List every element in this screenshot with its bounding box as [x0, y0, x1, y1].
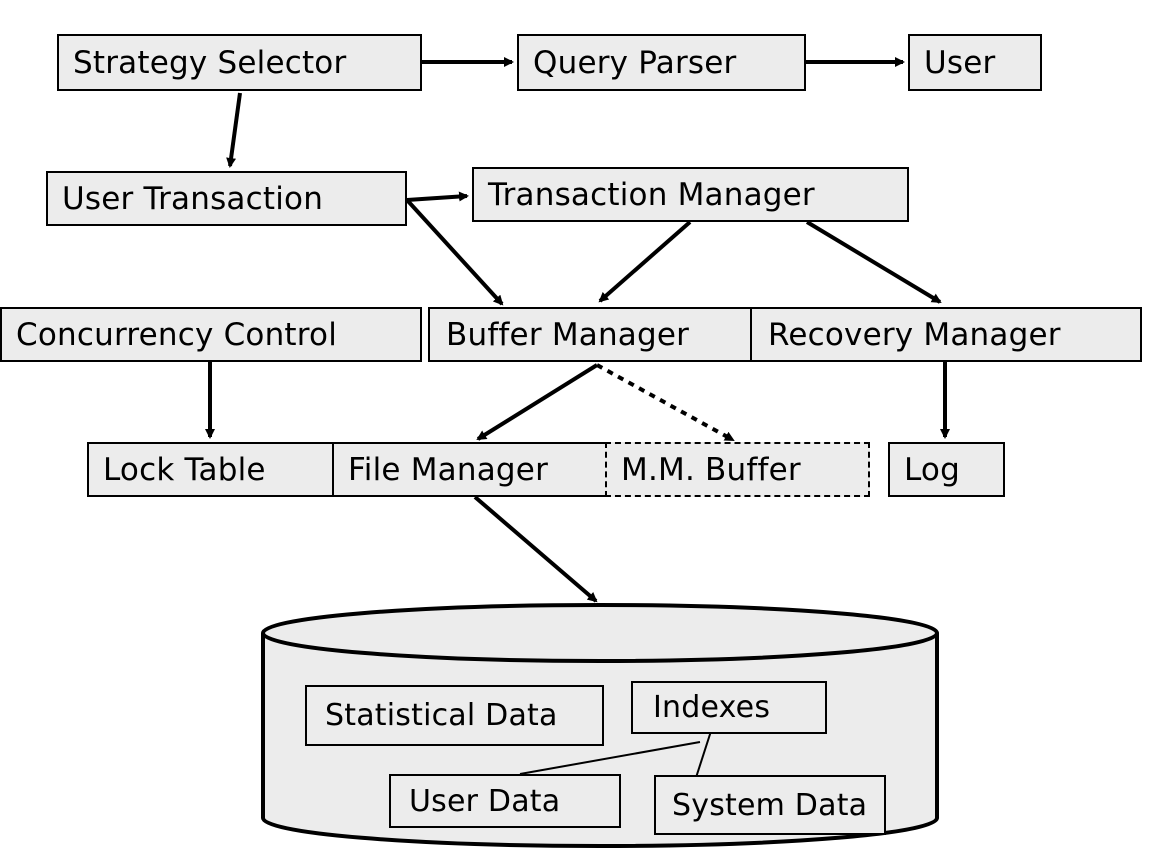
strategy-selector-box: Strategy Selector — [57, 34, 422, 91]
transaction-manager-label: Transaction Manager — [488, 176, 815, 213]
indexes-box: Indexes — [631, 681, 827, 734]
arrow-usertxn-to-buffer — [405, 198, 504, 306]
recovery-manager-box: Recovery Manager — [752, 307, 1142, 362]
recovery-manager-label: Recovery Manager — [768, 316, 1061, 353]
mm-buffer-label: M.M. Buffer — [621, 451, 801, 488]
statistical-data-box: Statistical Data — [305, 685, 604, 746]
arrow-txnmgr-to-recovery — [805, 220, 942, 304]
query-parser-box: Query Parser — [517, 34, 806, 91]
log-label: Log — [904, 451, 960, 488]
buffer-manager-label: Buffer Manager — [446, 316, 690, 353]
arrow-buffer-to-mmbuffer — [596, 363, 735, 442]
arrow-strategy-to-usertxn — [226, 92, 242, 168]
arrow-txnmgr-to-buffer — [598, 220, 692, 303]
disk-top — [261, 603, 939, 663]
system-data-label: System Data — [672, 787, 868, 823]
concurrency-control-box: Concurrency Control — [0, 307, 422, 362]
user-transaction-label: User Transaction — [62, 180, 324, 217]
arrow-usertxn-to-txnmgr — [406, 191, 469, 202]
log-box: Log — [888, 442, 1005, 497]
lock-table-label: Lock Table — [103, 451, 266, 488]
file-manager-label: File Manager — [348, 451, 549, 488]
arrow-buffer-to-filemanager — [476, 363, 599, 441]
link-indexes-to-userdata — [519, 741, 701, 775]
transaction-manager-box: Transaction Manager — [472, 167, 909, 222]
file-manager-box: File Manager — [332, 442, 607, 497]
user-box: User — [908, 34, 1042, 91]
strategy-selector-label: Strategy Selector — [73, 44, 347, 81]
user-data-label: User Data — [409, 783, 561, 819]
arrow-filemanager-to-disk — [473, 495, 598, 603]
concurrency-control-label: Concurrency Control — [16, 316, 338, 353]
indexes-label: Indexes — [653, 690, 771, 725]
system-data-box: System Data — [654, 775, 886, 835]
buffer-manager-box: Buffer Manager — [428, 307, 752, 362]
user-label: User — [924, 44, 996, 81]
user-data-box: User Data — [389, 774, 621, 828]
statistical-data-label: Statistical Data — [325, 698, 558, 733]
query-parser-label: Query Parser — [533, 44, 737, 81]
mm-buffer-box: M.M. Buffer — [605, 442, 870, 497]
user-transaction-box: User Transaction — [46, 171, 407, 226]
